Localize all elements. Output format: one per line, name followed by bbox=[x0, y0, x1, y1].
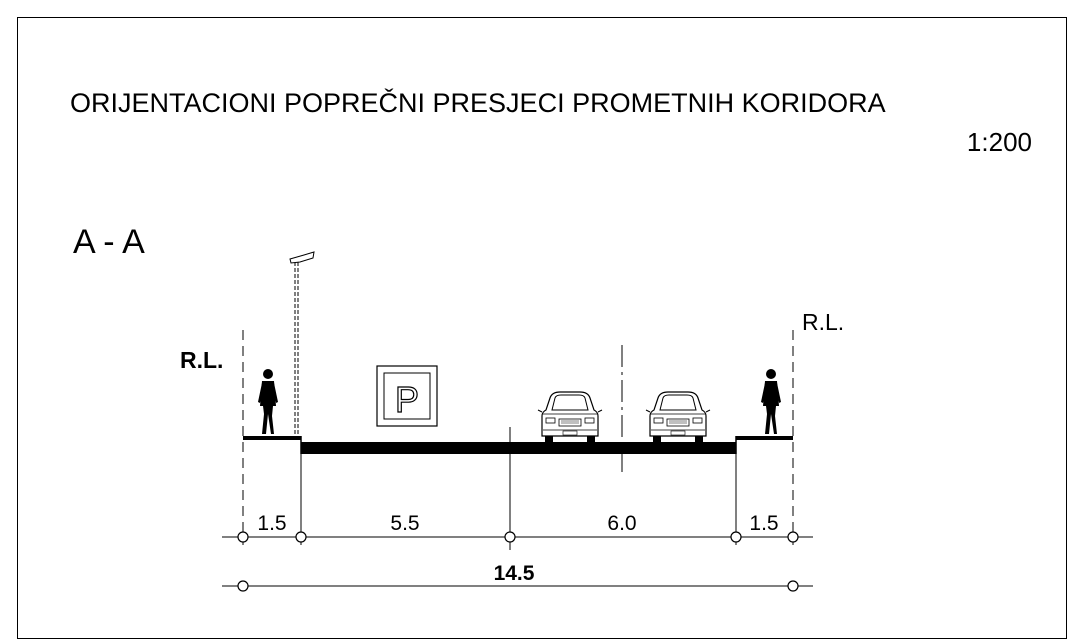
parking-sign-letter: P bbox=[395, 379, 419, 420]
regulation-line-label-left: R.L. bbox=[180, 347, 223, 373]
drawing-title: ORIJENTACIONI POPREČNI PRESJECI PROMETNI… bbox=[70, 87, 886, 118]
sidewalk-right-surface bbox=[736, 436, 793, 440]
dimension-line-total bbox=[222, 580, 813, 592]
dimension-carriageway: 6.0 bbox=[607, 512, 636, 535]
car-left-icon bbox=[537, 391, 603, 443]
drawing-border bbox=[17, 17, 1067, 639]
regulation-line-label-right: R.L. bbox=[802, 309, 844, 335]
sidewalk-left-surface bbox=[243, 436, 301, 440]
dimension-sidewalk-left: 1.5 bbox=[257, 512, 286, 535]
dimension-total: 14.5 bbox=[494, 562, 535, 585]
pedestrian-left-icon bbox=[258, 369, 278, 434]
dimension-sidewalk-right: 1.5 bbox=[749, 512, 778, 535]
parking-sign-icon: P bbox=[376, 365, 438, 427]
street-lamp-icon bbox=[289, 251, 315, 438]
section-label: A - A bbox=[73, 223, 145, 261]
drawing-scale: 1:200 bbox=[967, 127, 1032, 157]
pedestrian-right-icon bbox=[761, 369, 781, 434]
car-right-icon bbox=[645, 391, 711, 443]
road-surface bbox=[301, 442, 736, 454]
dimension-parking: 5.5 bbox=[390, 512, 419, 535]
dimension-line-partial bbox=[222, 531, 813, 543]
